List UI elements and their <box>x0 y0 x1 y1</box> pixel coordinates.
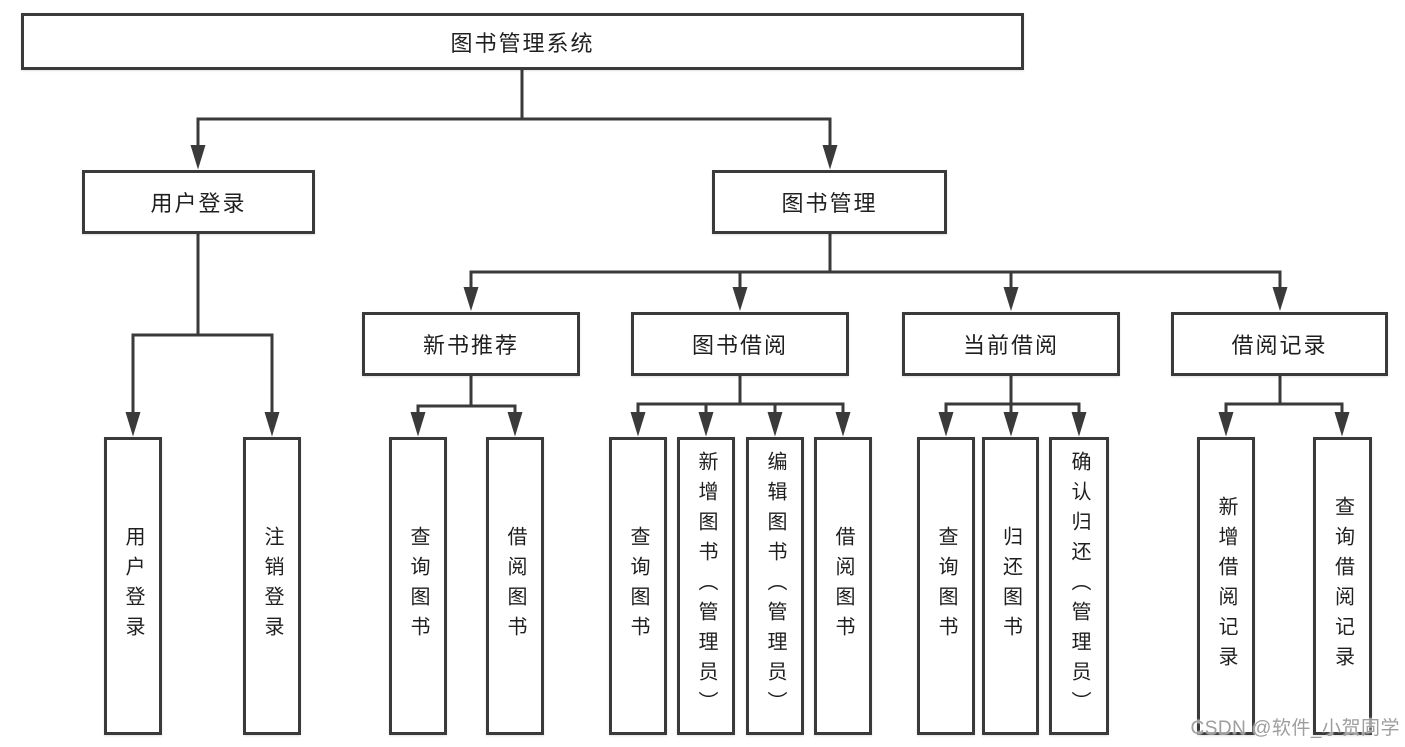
arrowhead <box>822 145 838 170</box>
node-label: 图书借阅 <box>691 333 788 358</box>
arrowhead <box>507 412 523 437</box>
node-leaf-borrow-books: 借阅图书 <box>814 437 872 735</box>
arrowhead <box>1272 287 1288 311</box>
node-label: 图书管理 <box>781 191 878 216</box>
arrowhead <box>1334 412 1350 437</box>
node-label: 借阅图书 <box>832 526 854 646</box>
node-label: 用户登录 <box>122 526 144 646</box>
node-borrowing-records: 借阅记录 <box>1171 312 1388 376</box>
arrowhead <box>1003 287 1019 311</box>
node-label: 新增借阅记录 <box>1215 496 1237 676</box>
node-leaf-query-books-borrow: 查询图书 <box>609 437 667 735</box>
arrowhead <box>264 412 280 437</box>
arrowhead <box>698 412 714 437</box>
node-label: 归还图书 <box>999 526 1022 646</box>
node-label: 新书推荐 <box>422 333 519 358</box>
node-library-system: 图书管理系统 <box>21 13 1024 70</box>
arrowhead <box>732 287 748 311</box>
node-label: 查询图书 <box>935 526 957 646</box>
node-label: 编辑图书（管理员） <box>764 451 786 721</box>
csdn-watermark: CSDN @软件_小贺同学 <box>1190 718 1400 739</box>
connector-login-stems <box>131 335 274 414</box>
node-label: 当前借阅 <box>962 333 1059 358</box>
node-label: 用户登录 <box>150 191 247 216</box>
node-leaf-borrow-books-recommend: 借阅图书 <box>486 437 544 735</box>
connector-mgmt-stems <box>469 272 1282 289</box>
arrowhead <box>1218 412 1234 437</box>
node-leaf-query-books-recommend: 查询图书 <box>389 437 447 735</box>
node-label: 借阅记录 <box>1231 333 1328 358</box>
node-new-book-recommendation: 新书推荐 <box>362 312 580 376</box>
node-label: 确认归还（管理员） <box>1068 451 1090 721</box>
node-leaf-confirm-return-admin: 确认归还（管理员） <box>1049 437 1109 735</box>
node-label: 注销登录 <box>261 526 283 646</box>
arrowhead <box>1003 412 1019 437</box>
arrowhead <box>835 412 851 437</box>
arrowhead <box>463 287 479 311</box>
connector-borrow-stems <box>636 404 845 414</box>
node-leaf-user-login: 用户登录 <box>104 437 162 735</box>
node-leaf-add-books-admin: 新增图书（管理员） <box>677 437 735 735</box>
node-leaf-edit-books-admin: 编辑图书（管理员） <box>746 437 804 735</box>
node-leaf-logout: 注销登录 <box>243 437 301 735</box>
node-label: 借阅图书 <box>504 526 526 646</box>
arrowhead <box>1071 412 1087 437</box>
arrowhead <box>190 145 206 170</box>
node-label: 图书管理系统 <box>450 30 595 56</box>
arrowhead <box>938 412 954 437</box>
node-book-management: 图书管理 <box>712 170 947 234</box>
arrowhead <box>630 412 646 437</box>
node-user-login: 用户登录 <box>82 170 315 234</box>
node-leaf-query-books-current: 查询图书 <box>917 437 975 735</box>
node-label: 新增图书（管理员） <box>695 451 717 721</box>
arrowhead <box>410 412 426 437</box>
arrowhead <box>125 412 141 437</box>
node-label: 查询图书 <box>407 526 429 646</box>
arrowhead <box>767 412 783 437</box>
node-label: 查询借阅记录 <box>1331 496 1354 676</box>
node-leaf-query-borrow-record: 查询借阅记录 <box>1313 437 1372 735</box>
node-leaf-return-books: 归还图书 <box>982 437 1039 735</box>
node-book-borrowing: 图书借阅 <box>631 312 849 376</box>
node-label: 查询图书 <box>627 526 649 646</box>
node-current-borrowing: 当前借阅 <box>902 312 1120 376</box>
node-leaf-add-borrow-record: 新增借阅记录 <box>1197 437 1255 735</box>
connector-root-stems <box>196 119 832 147</box>
